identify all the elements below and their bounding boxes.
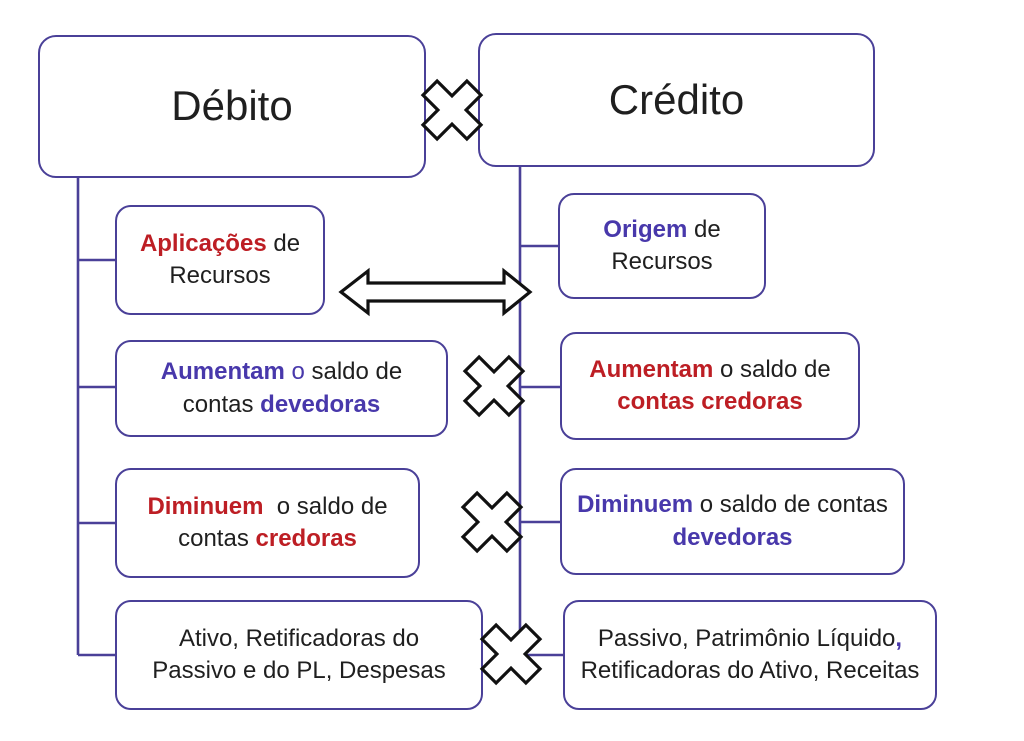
- text-segment: Diminuem: [577, 491, 694, 519]
- text-segment: Origem: [603, 215, 688, 243]
- text-segment: devedoras: [672, 523, 793, 551]
- box-text-line: Ativo, Retificadoras do: [179, 623, 419, 655]
- text-segment: o saldo de: [263, 492, 388, 520]
- text-segment: devedoras: [260, 390, 381, 418]
- passivo-receitas-box: Passivo, Patrimônio Líquido,Retificadora…: [563, 600, 937, 710]
- ativo-despesas-box: Ativo, Retificadoras do Passivo e do PL, …: [115, 600, 483, 710]
- text-segment: ,: [895, 624, 903, 652]
- box-text-line: Diminuem o saldo de: [147, 491, 387, 523]
- text-segment: Recursos: [169, 262, 271, 289]
- x-icon: [462, 354, 526, 418]
- debito-title: Débito: [171, 82, 293, 130]
- box-text-line: Retificadoras do Ativo, Receitas: [581, 655, 920, 687]
- text-segment: contas credoras: [617, 388, 803, 415]
- x-icon: [460, 490, 524, 554]
- box-text-line: Aumentam o saldo de: [161, 356, 402, 388]
- credito-title-box: Crédito: [478, 33, 875, 167]
- box-text-line: Recursos: [169, 260, 270, 292]
- text-segment: Aplicações: [139, 229, 267, 257]
- text-segment: Aumentam: [160, 358, 285, 386]
- text-segment: Retificadoras do Ativo, Receitas: [580, 657, 920, 684]
- x-icon: [479, 622, 543, 686]
- text-segment: Aumentam: [589, 355, 714, 383]
- box-text-line: contas credoras: [178, 523, 357, 555]
- text-segment: de: [687, 215, 721, 243]
- text-segment: Recursos: [611, 248, 713, 275]
- box-text-line: contas credoras: [617, 386, 802, 418]
- box-text-line: Origem de: [603, 214, 720, 246]
- box-text-line: Passivo, Patrimônio Líquido,: [598, 623, 902, 655]
- box-text-line: Recursos: [611, 246, 712, 278]
- text-segment: Passivo, Patrimônio Líquido: [597, 624, 896, 652]
- box-text-line: devedoras: [672, 522, 792, 554]
- text-segment: o: [284, 358, 305, 386]
- credito-title: Crédito: [608, 75, 745, 123]
- text-segment: credoras: [255, 525, 357, 552]
- text-segment: contas: [178, 525, 256, 552]
- text-segment: Passivo e do PL, Despesas: [152, 657, 446, 684]
- text-segment: contas: [182, 390, 261, 418]
- text-segment: o saldo de: [713, 355, 831, 383]
- box-text-line: Diminuem o saldo de contas: [577, 489, 888, 521]
- x-icon: [420, 78, 484, 142]
- left-right-arrow-icon: [338, 267, 533, 317]
- debito-title-box: Débito: [38, 35, 426, 178]
- box-text-line: Aplicações de: [140, 228, 300, 260]
- text-segment: Ativo, Retificadoras do: [178, 624, 420, 652]
- text-segment: Diminuem: [147, 492, 264, 520]
- box-text-line: Passivo e do PL, Despesas: [152, 655, 446, 687]
- box-text-line: contas devedoras: [183, 389, 380, 421]
- box-text-line: Aumentam o saldo de: [589, 354, 830, 386]
- text-segment: o saldo de contas: [693, 491, 888, 519]
- text-segment: de: [266, 229, 301, 257]
- text-segment: saldo de: [304, 358, 403, 386]
